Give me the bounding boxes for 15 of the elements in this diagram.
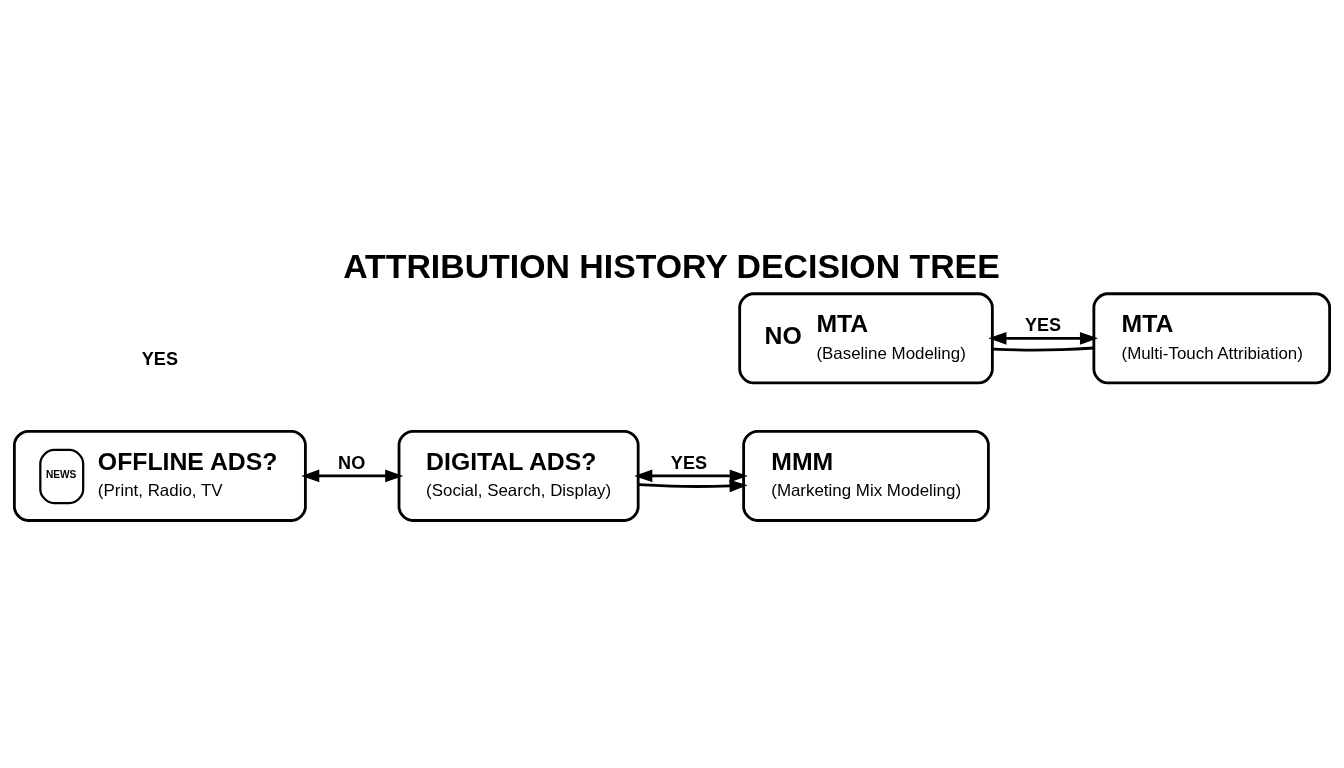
connector: [992, 346, 1094, 352]
arrow: [301, 469, 404, 483]
node-box: MMM (Marketing Mix Modeling): [742, 429, 990, 522]
diagram-title: ATTRIBUTION HISTORY DECISION TREE: [343, 246, 1000, 285]
edge-label: YES: [670, 452, 707, 473]
label: YES: [141, 349, 178, 370]
node-box: NO MTA (Baseline Modeling): [738, 292, 994, 385]
edge-label: NO: [338, 452, 366, 473]
arrow: [988, 332, 1099, 345]
node-box: MTA (Multi-Touch Attribiation): [1092, 292, 1332, 385]
node-box: NEWS OFFLINE ADS? (Print, Radio, TV: [12, 429, 307, 522]
arrow: [638, 479, 748, 493]
arrow: [634, 469, 748, 483]
edge-label: YES: [1025, 315, 1062, 336]
node-box: DIGITAL ADS? (Social, Search, Display): [397, 429, 640, 522]
